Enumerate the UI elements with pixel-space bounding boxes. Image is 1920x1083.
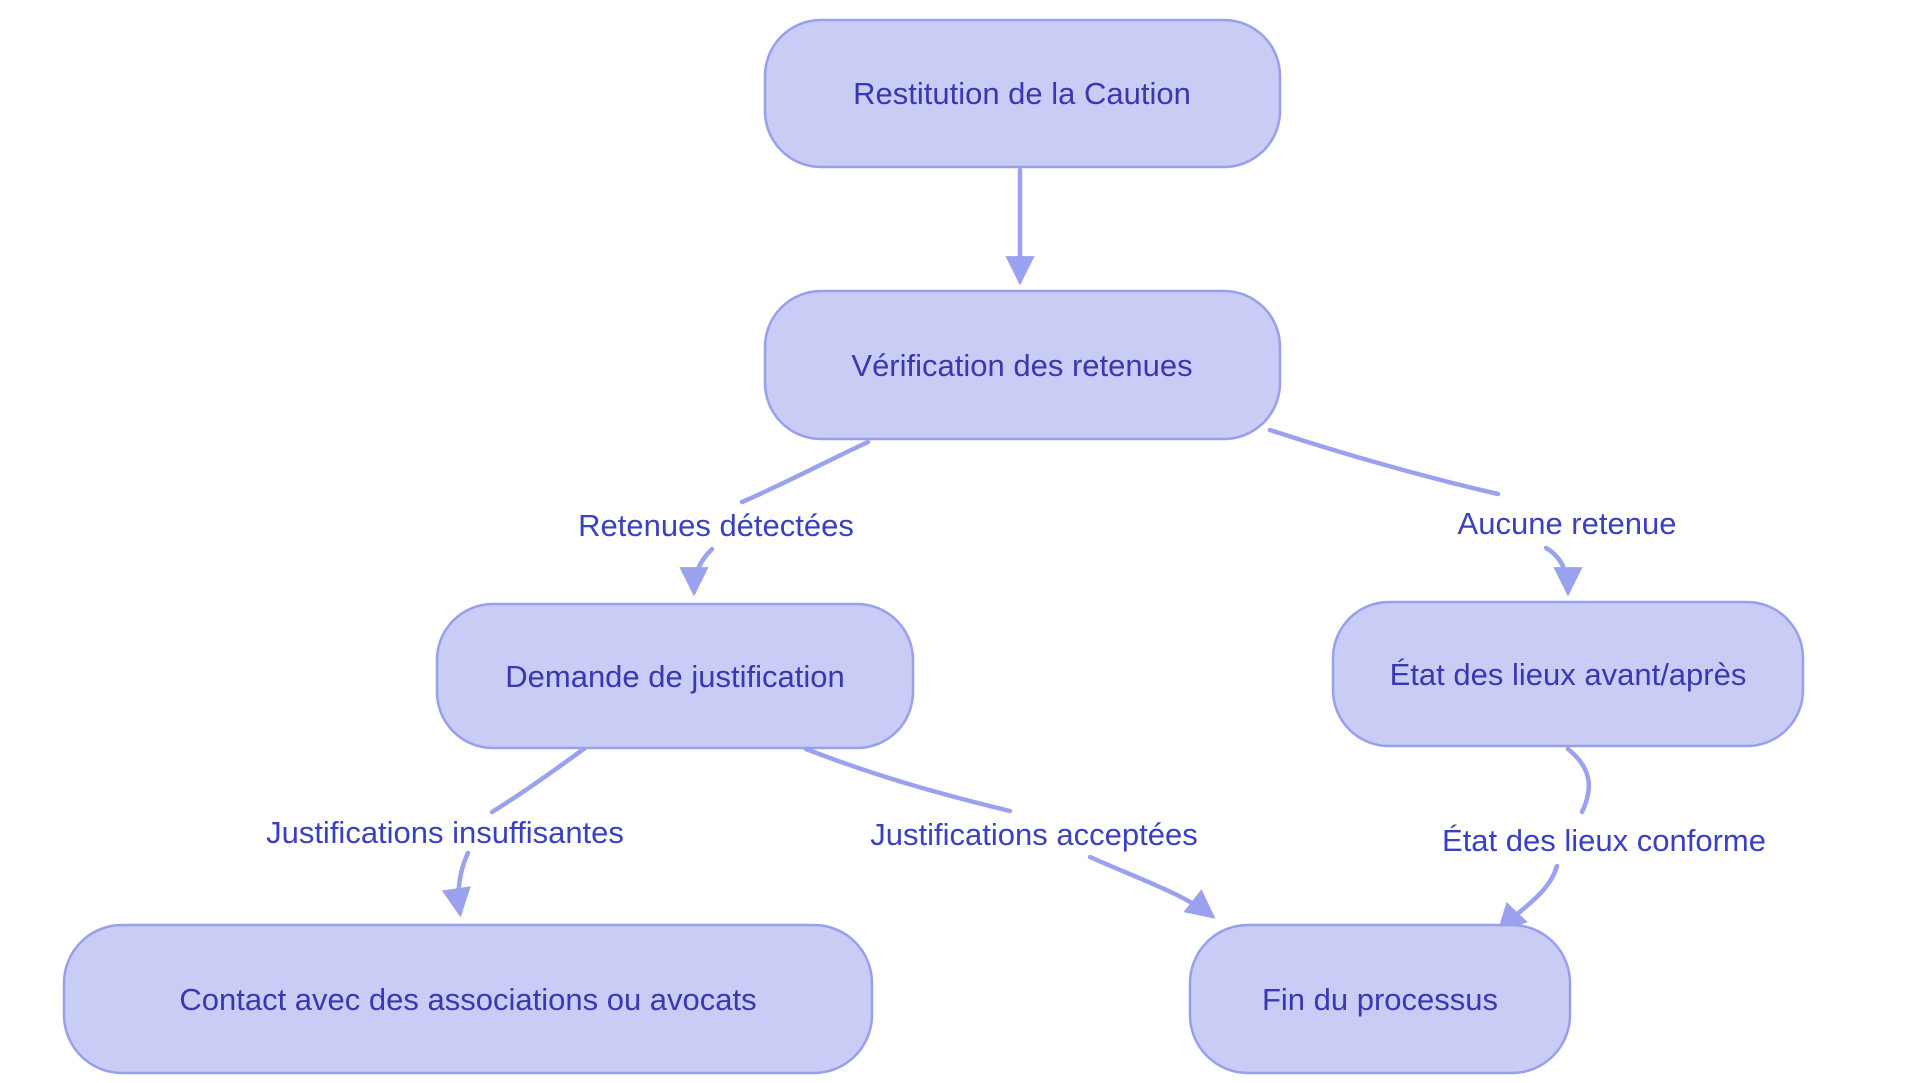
edge-label-justifications-insuffisantes: Justifications insuffisantes xyxy=(266,815,624,850)
node-label: Vérification des retenues xyxy=(851,348,1192,383)
node-shape xyxy=(62,923,874,1075)
edge-line-demande-contact-lower xyxy=(441,850,471,918)
node-restitution-de-la-caution: Restitution de la Caution xyxy=(763,18,1282,169)
edge-line-verification-etat-upper xyxy=(1267,427,1501,497)
edge-label-justifications-acceptees: Justifications acceptées xyxy=(870,817,1197,852)
node-shape xyxy=(763,18,1282,169)
node-shape xyxy=(763,289,1282,441)
edge-demande-to-fin: Justifications acceptées xyxy=(803,746,1216,919)
edge-label-aucune-retenue: Aucune retenue xyxy=(1458,506,1677,541)
node-demande-de-justification: Demande de justification xyxy=(435,602,915,750)
edge-verification-to-etat-lieux: Aucune retenue xyxy=(1267,427,1677,597)
edge-line-verification-demande-upper xyxy=(739,439,871,505)
node-label: Contact avec des associations ou avocats xyxy=(179,982,756,1017)
node-contact-associations-avocats: Contact avec des associations ou avocats xyxy=(62,923,874,1075)
edge-line-etat-fin-lower xyxy=(1496,863,1560,934)
edge-demande-to-contact: Justifications insuffisantes xyxy=(266,745,624,918)
edges-layer: Retenues détectées Aucune retenue Justif… xyxy=(266,167,1766,934)
node-shape xyxy=(1188,923,1572,1075)
node-shape xyxy=(1331,600,1805,748)
edge-line-etat-fin-upper xyxy=(1565,746,1592,815)
edge-verification-to-demande: Retenues détectées xyxy=(578,439,871,597)
node-verification-des-retenues: Vérification des retenues xyxy=(763,289,1282,441)
edge-line-verification-etat-lower xyxy=(1543,545,1583,597)
edge-line-verification-demande-lower xyxy=(679,546,715,597)
edge-etat-lieux-to-fin: État des lieux conforme xyxy=(1442,746,1766,934)
node-label: État des lieux avant/après xyxy=(1390,657,1747,692)
node-label: Restitution de la Caution xyxy=(853,76,1191,111)
edge-line-demande-fin-upper xyxy=(803,746,1013,814)
node-label: Demande de justification xyxy=(505,659,844,694)
edge-label-retenues-detectees: Retenues détectées xyxy=(578,508,854,543)
node-etat-des-lieux-avant-apres: État des lieux avant/après xyxy=(1331,600,1805,748)
edge-line-demande-fin-lower xyxy=(1087,854,1216,919)
node-shape xyxy=(435,602,915,750)
node-label: Fin du processus xyxy=(1262,982,1498,1017)
nodes-layer: Restitution de la Caution Vérification d… xyxy=(62,18,1805,1075)
node-fin-du-processus: Fin du processus xyxy=(1188,923,1572,1075)
edge-label-etat-des-lieux-conforme: État des lieux conforme xyxy=(1442,823,1766,858)
edge-line-demande-contact-upper xyxy=(489,745,588,815)
